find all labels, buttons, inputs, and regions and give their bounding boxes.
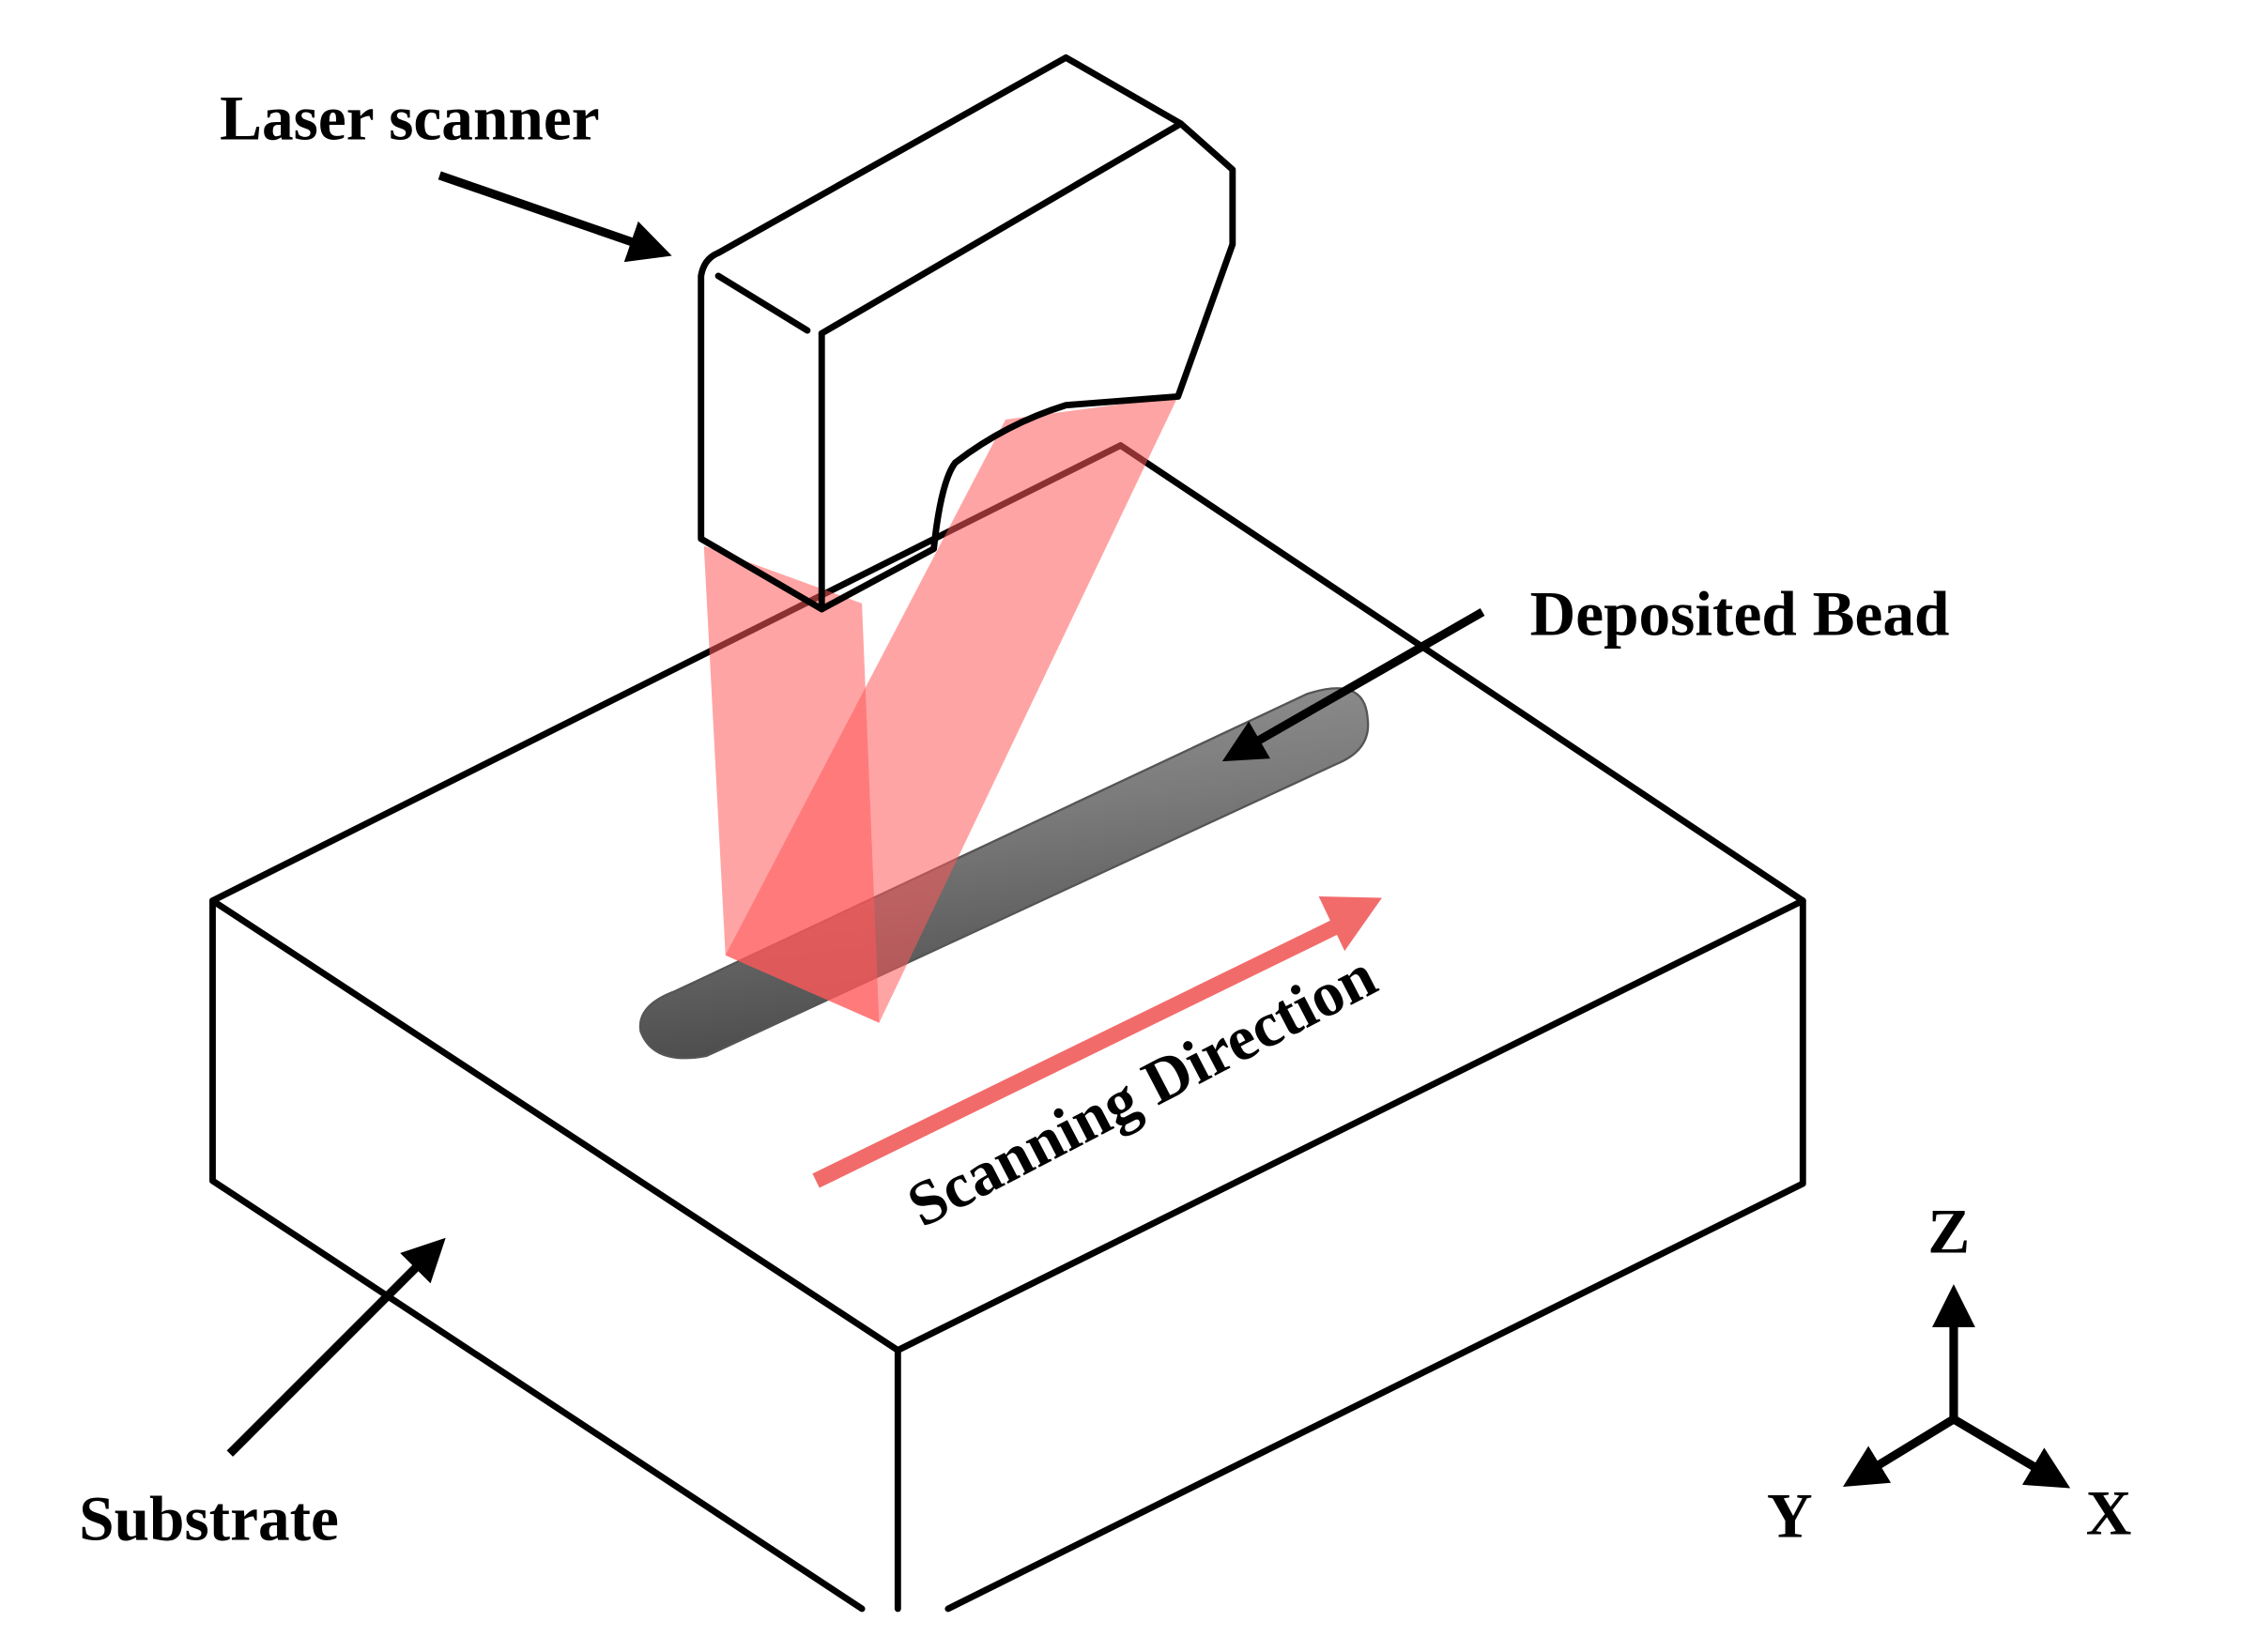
y-axis-label: Y	[1767, 1480, 1813, 1551]
y-axis-line	[1842, 1415, 1957, 1488]
substrate-pointer-arrow	[226, 1237, 446, 1457]
x-axis-label: X	[2086, 1477, 2132, 1548]
scan-arrow-head	[1318, 895, 1382, 952]
deposited-bead-label: Deposited Bead	[1530, 578, 1950, 649]
scanner-front-edge	[714, 272, 811, 334]
scanning-direction-label: Scanning Direction	[897, 940, 1388, 1241]
coordinate-axes: Z Y X	[1767, 1196, 2131, 1551]
substrate-right-face	[944, 897, 1806, 1613]
laser-scanner-pointer-arrow	[437, 171, 672, 263]
laser-scanner-label: Laser scanner	[220, 84, 599, 154]
substrate-label: Substrate	[79, 1483, 339, 1553]
substrate-left-face	[209, 897, 866, 1613]
x-axis-line	[1951, 1415, 2071, 1489]
scan-arrow-shaft	[812, 919, 1340, 1188]
scanner-housing	[698, 54, 1236, 613]
z-axis-label: Z	[1927, 1196, 1970, 1266]
laser-beam	[703, 396, 1178, 1023]
deposited-bead-pointer-arrow	[1221, 608, 1485, 762]
laser-scanner	[698, 54, 1236, 613]
scanner-top-edge	[818, 120, 1185, 337]
laser-beam-angled	[725, 396, 1178, 1023]
scanning-direction-arrow	[812, 895, 1382, 1188]
